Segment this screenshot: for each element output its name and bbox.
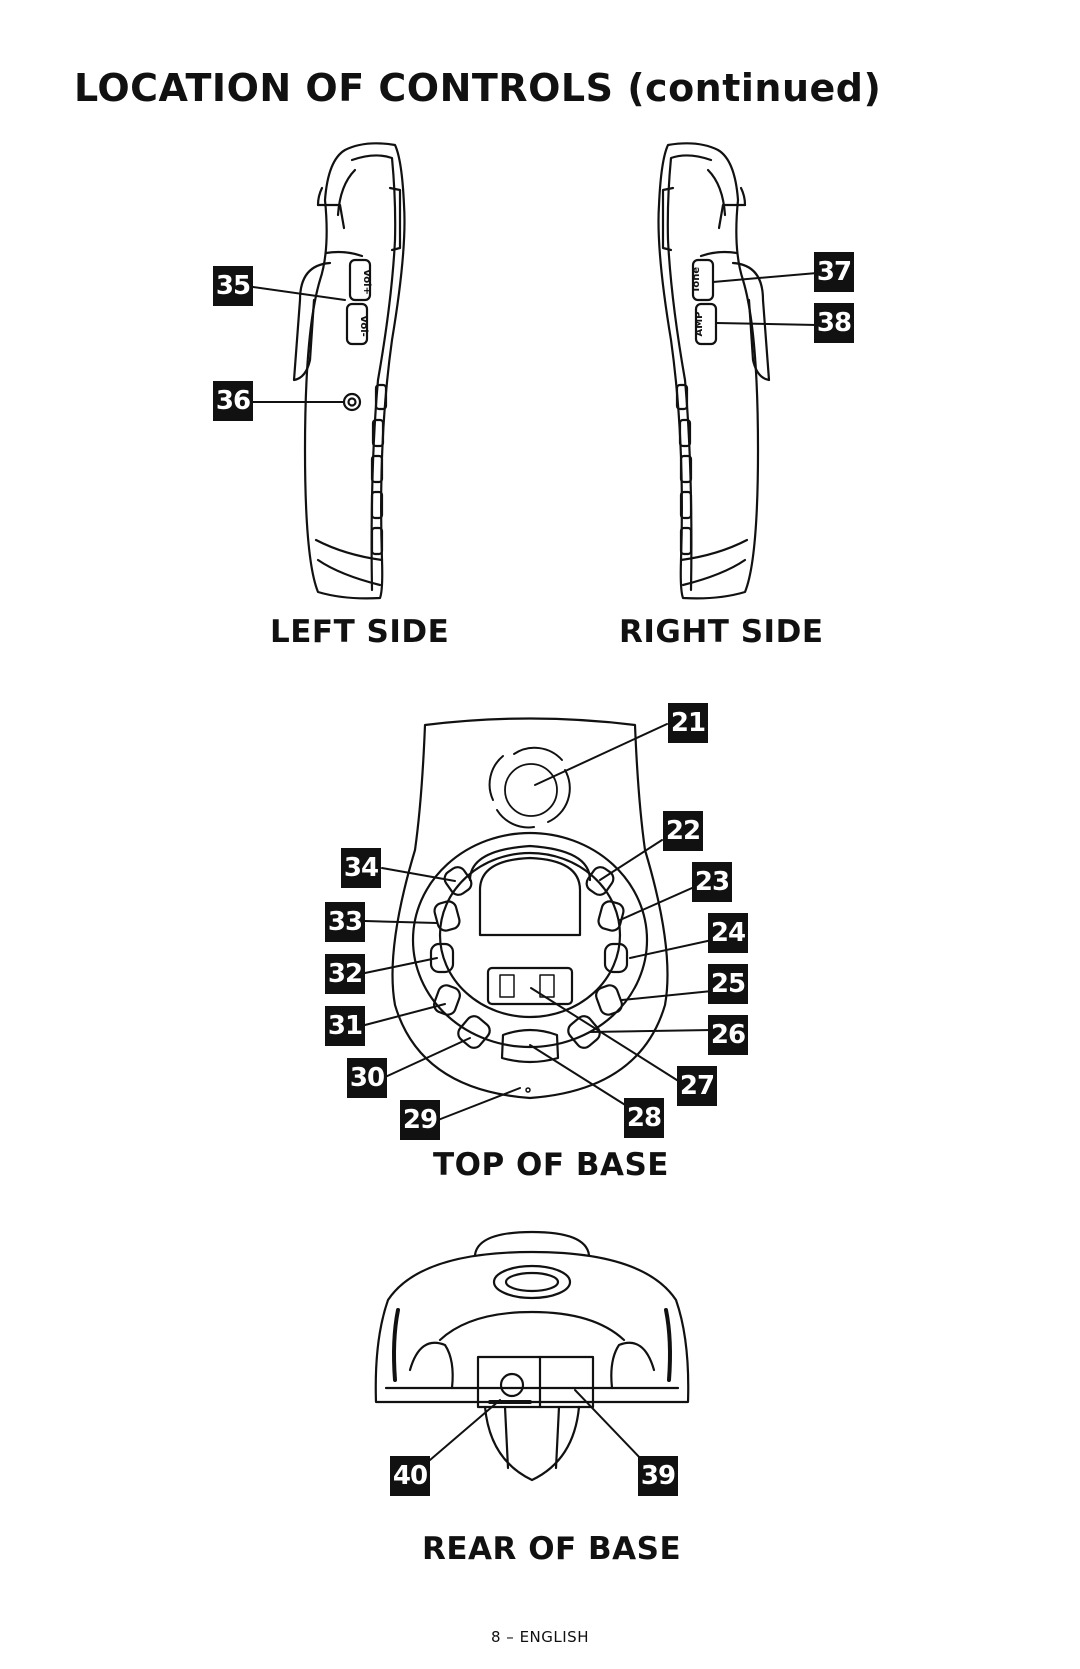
callout-36: 36: [213, 381, 253, 421]
page-title: LOCATION OF CONTROLS (continued): [74, 66, 882, 110]
handset-right-side-drawing: [657, 142, 771, 600]
callout-22: 22: [663, 811, 703, 851]
callout-24: 24: [708, 913, 748, 953]
tone-label: Tone: [691, 267, 702, 293]
callout-33: 33: [325, 902, 365, 942]
callout-31: 31: [325, 1006, 365, 1046]
callout-34: 34: [341, 848, 381, 888]
vol-up-label: Vol+: [361, 269, 372, 295]
callout-40: 40: [390, 1456, 430, 1496]
handset-left-side-drawing: [292, 142, 406, 600]
caption-left-side: LEFT SIDE: [270, 614, 450, 650]
base-rear-drawing: [374, 1230, 690, 1482]
amp-label: AMP: [694, 311, 705, 336]
callout-29: 29: [400, 1100, 440, 1140]
vol-down-label: Vol-: [358, 315, 369, 337]
page-footer: 8 – ENGLISH: [491, 1628, 589, 1646]
callout-26: 26: [708, 1015, 748, 1055]
callout-37: 37: [814, 252, 854, 292]
caption-right-side: RIGHT SIDE: [619, 614, 824, 650]
callout-28: 28: [624, 1098, 664, 1138]
callout-27: 27: [677, 1066, 717, 1106]
callout-25: 25: [708, 964, 748, 1004]
caption-top-of-base: TOP OF BASE: [433, 1147, 669, 1183]
callout-38: 38: [814, 303, 854, 343]
callout-30: 30: [347, 1058, 387, 1098]
callout-23: 23: [692, 862, 732, 902]
callout-21: 21: [668, 703, 708, 743]
leader-lines: [252, 272, 818, 1461]
callout-39: 39: [638, 1456, 678, 1496]
callout-35: 35: [213, 266, 253, 306]
caption-rear-of-base: REAR OF BASE: [422, 1531, 682, 1567]
callout-32: 32: [325, 954, 365, 994]
base-top-drawing: [391, 717, 669, 1100]
